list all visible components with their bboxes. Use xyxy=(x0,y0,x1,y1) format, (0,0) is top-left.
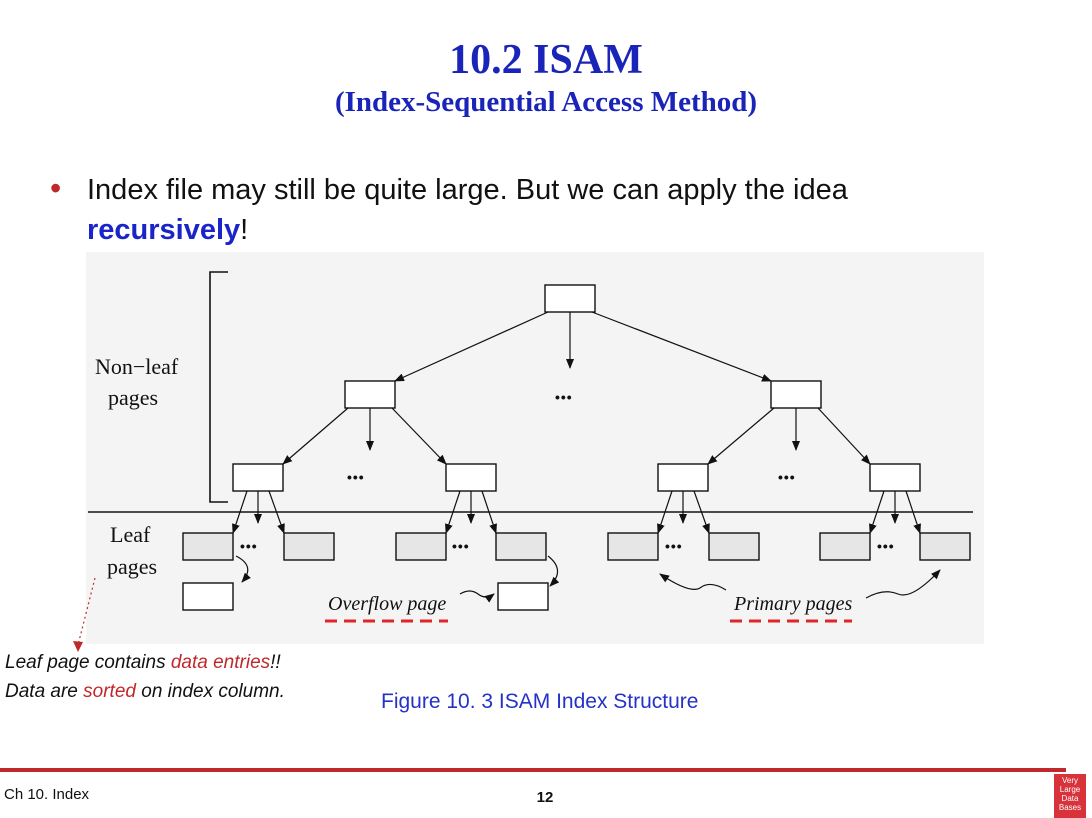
primary-leaf-page xyxy=(495,532,547,561)
overflow-page xyxy=(497,582,549,611)
tree-edge xyxy=(905,490,921,534)
nonleaf-bracket xyxy=(209,271,228,503)
nonleaf-label-line1: Non−leaf xyxy=(95,354,179,379)
root-node xyxy=(544,284,596,313)
vldb-logo: Very Large Data Bases xyxy=(1054,774,1086,818)
primary-leaf-page xyxy=(607,532,659,561)
note-line2-text: Data are xyxy=(5,681,84,702)
ellipsis-icon: ••• xyxy=(877,538,895,554)
nonleaf-label-line2: pages xyxy=(108,385,158,410)
overflow-page xyxy=(182,582,234,611)
overflow-page-label: Overflow page xyxy=(328,593,446,615)
tree-edge xyxy=(481,490,497,534)
internal-node xyxy=(232,463,284,492)
footer-divider xyxy=(0,768,1066,772)
tree-edge xyxy=(817,407,871,465)
leaf-label-line2: pages xyxy=(107,554,157,579)
ellipsis-icon: ••• xyxy=(778,469,796,485)
logo-line: Bases xyxy=(1058,803,1082,812)
tree-edge xyxy=(707,407,775,465)
note-line1-text: Leaf page contains xyxy=(5,652,171,673)
tree-edge xyxy=(232,490,248,534)
overflow-chain-arrow xyxy=(547,555,560,587)
tree-edge xyxy=(869,490,885,534)
leaf-label-line1: Leaf xyxy=(110,522,151,547)
primary-leaf-page xyxy=(395,532,447,561)
primary-leaf-page xyxy=(283,532,335,561)
primary-leaf-page xyxy=(919,532,971,561)
bullet-text-before: Index file may still be quite large. But… xyxy=(87,174,848,206)
internal-node xyxy=(869,463,921,492)
ellipsis-icon: ••• xyxy=(347,469,365,485)
primary-label-arrow-left xyxy=(659,573,727,591)
slide-subtitle: (Index-Sequential Access Method) xyxy=(334,86,758,118)
tree-edge xyxy=(394,311,549,382)
ellipsis-icon: ••• xyxy=(452,538,470,554)
tree-edge xyxy=(445,490,461,534)
tree-edge xyxy=(391,407,447,465)
logo-line: Very xyxy=(1061,776,1078,785)
page-number: 12 xyxy=(536,789,554,806)
overflow-label-arrow xyxy=(459,590,495,603)
primary-label-arrow-right xyxy=(865,569,941,599)
leaf-note-line1: Leaf page contains data entries!! xyxy=(5,652,281,674)
note-line1-suffix: !! xyxy=(270,652,281,673)
primary-leaf-page xyxy=(708,532,760,561)
tree-edge xyxy=(282,407,349,465)
bullet-text-after: ! xyxy=(240,214,249,246)
primary-leaf-page xyxy=(819,532,871,561)
footer-chapter: Ch 10. Index xyxy=(4,786,90,803)
bullet-text: Index file may still be quite large. But… xyxy=(87,170,987,250)
figure-caption: Figure 10. 3 ISAM Index Structure xyxy=(381,690,699,713)
slide-title: 10.2 ISAM xyxy=(449,37,643,83)
ellipsis-icon: ••• xyxy=(555,389,573,405)
bullet-emphasis: recursively xyxy=(87,214,241,246)
internal-node xyxy=(657,463,709,492)
bullet-icon: • xyxy=(50,170,62,206)
overflow-chain-arrow xyxy=(235,555,251,583)
leaf-note-pointer xyxy=(73,577,96,652)
note-line2-highlight: sorted xyxy=(83,681,136,702)
tree-edge xyxy=(591,311,772,382)
logo-line: Data xyxy=(1061,794,1079,803)
note-line1-highlight: data entries xyxy=(170,652,271,673)
tree-edge xyxy=(693,490,710,534)
primary-pages-label: Primary pages xyxy=(733,593,853,615)
tree-edge xyxy=(268,490,285,534)
ellipsis-icon: ••• xyxy=(240,538,258,554)
note-line2-suffix: on index column. xyxy=(135,681,285,702)
ellipsis-icon: ••• xyxy=(665,538,683,554)
internal-node xyxy=(445,463,497,492)
internal-node xyxy=(344,380,396,409)
logo-line: Large xyxy=(1059,785,1081,794)
internal-node xyxy=(770,380,822,409)
primary-leaf-page xyxy=(182,532,234,561)
leaf-note-line2: Data are sorted on index column. xyxy=(5,681,285,703)
tree-edge xyxy=(657,490,673,534)
